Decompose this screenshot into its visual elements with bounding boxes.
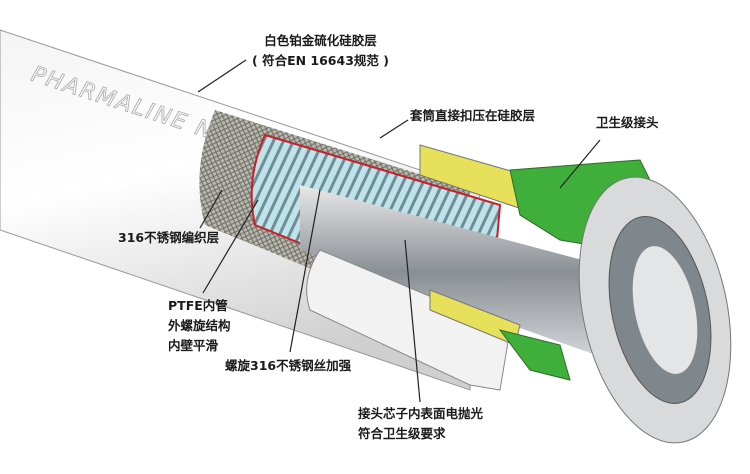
label-silicone-layer: 白色铂金硫化硅胶层 ( 符合EN 16643规范 ) [252,33,389,68]
label-ptfe: PTFE内管 外螺旋结构 内壁平滑 [168,298,231,353]
label-ferrule: 套筒直接扣压在硅胶层 [410,108,536,123]
ferrule-sleeve [306,249,511,391]
label-braid: 316不锈钢编织层 [118,230,220,245]
label-polished: 接头芯子内表面电抛光 符合卫生级要求 [358,406,484,441]
label-sanitary-fitting: 卫生级接头 [596,115,659,130]
leader-lines [197,59,601,403]
fitting-core [300,185,620,360]
label-wire: 螺旋316不锈钢丝加强 [225,358,352,373]
